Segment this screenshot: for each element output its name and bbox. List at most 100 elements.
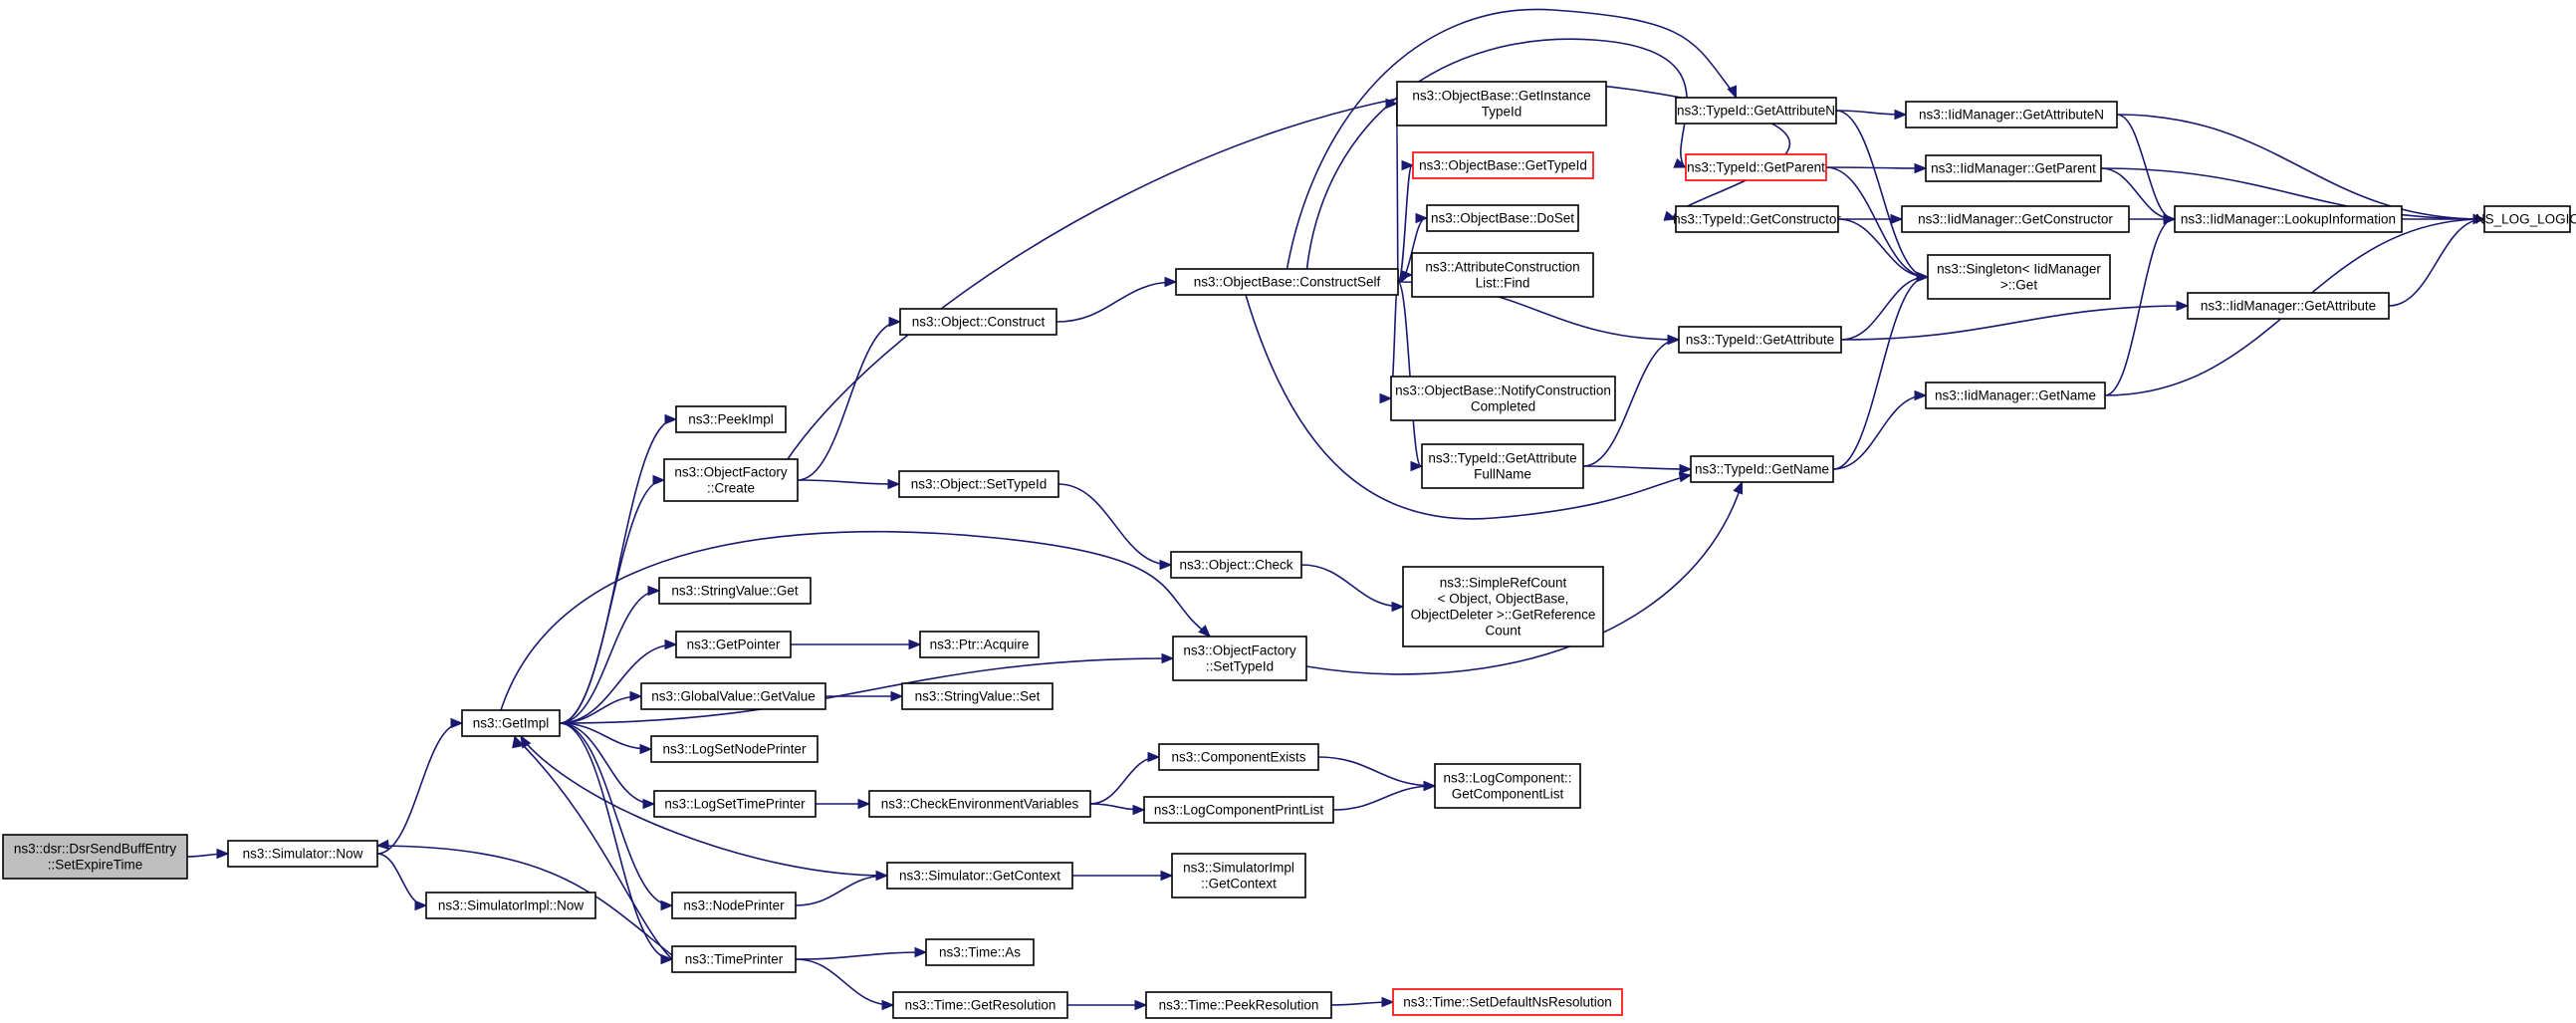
node-singleton[interactable]: ns3::Singleton< IidManager>::Get — [1927, 254, 2111, 300]
node-label: ns3::Object::SetTypeId — [911, 477, 1048, 492]
node-simimplnow[interactable]: ns3::SimulatorImpl::Now — [425, 892, 596, 919]
node-label: ns3::TypeId::GetAttribute — [1428, 451, 1576, 466]
node-obgettypeid[interactable]: ns3::ObjectBase::GetTypeId — [1412, 151, 1594, 179]
node-gvgetvalue[interactable]: ns3::GlobalValue::GetValue — [640, 682, 826, 710]
node-label: ::GetContext — [1201, 877, 1277, 892]
node-tidgetname[interactable]: ns3::TypeId::GetName — [1690, 455, 1834, 483]
edge-obconstructself-to-tidgetattrfull — [1397, 281, 1424, 472]
node-box — [1905, 101, 2118, 128]
node-label: ns3::StringValue::Get — [671, 584, 799, 599]
node-iidgetparent[interactable]: ns3::IidManager::GetParent — [1925, 154, 2102, 182]
node-box — [675, 405, 787, 433]
node-box — [653, 790, 817, 818]
node-iidgetname[interactable]: ns3::IidManager::GetName — [1925, 382, 2106, 409]
node-label: ns3::ObjectBase::ConstructSelf — [1194, 275, 1381, 290]
node-tidgetparent[interactable]: ns3::TypeId::GetParent — [1685, 153, 1827, 181]
node-nodeprinter[interactable]: ns3::NodePrinter — [671, 892, 797, 919]
call-edges — [186, 8, 2486, 1011]
node-objcheck[interactable]: ns3::Object::Check — [1170, 551, 1302, 579]
node-label: < Object, ObjectBase, — [1438, 592, 1569, 607]
node-label: ns3::Time::GetResolution — [905, 998, 1056, 1013]
node-tidgetattrn[interactable]: ns3::TypeId::GetAttributeN — [1675, 97, 1837, 125]
node-obconstructself[interactable]: ns3::ObjectBase::ConstructSelf — [1175, 268, 1399, 296]
node-box — [1901, 205, 2130, 233]
node-iidgetconstructor[interactable]: ns3::IidManager::GetConstructor — [1901, 205, 2130, 233]
node-label: ns3::ObjectFactory — [1183, 643, 1296, 658]
node-timeas[interactable]: ns3::Time::As — [925, 938, 1035, 966]
node-box — [663, 458, 799, 502]
node-obdoset[interactable]: ns3::ObjectBase::DoSet — [1426, 204, 1579, 232]
node-box — [1411, 252, 1594, 298]
node-box — [2, 834, 188, 880]
node-box — [1171, 853, 1306, 898]
node-simgetcontext[interactable]: ns3::Simulator::GetContext — [886, 862, 1073, 890]
node-label: Count — [1485, 624, 1521, 639]
edge-tidgetconstructor-to-iidgetconstructor — [1838, 213, 1904, 225]
node-label: ns3::LogSetTimePrinter — [664, 797, 806, 812]
node-box — [2174, 205, 2403, 233]
node-box — [1678, 326, 1842, 354]
node-logsettime[interactable]: ns3::LogSetTimePrinter — [653, 790, 817, 818]
node-nslog[interactable]: NS_LOG_LOGIC — [2475, 205, 2576, 233]
node-label: ns3::IidManager::LookupInformation — [2181, 212, 2396, 227]
node-label: ns3::ComponentExists — [1171, 750, 1305, 765]
edge-compexists-to-logcompgetlist — [1317, 756, 1437, 792]
node-label: ns3::IidManager::GetAttributeN — [1919, 108, 2104, 123]
node-simnow[interactable]: ns3::Simulator::Now — [227, 840, 378, 868]
node-ofcreate[interactable]: ns3::ObjectFactory::Create — [663, 458, 799, 502]
node-ptracquire[interactable]: ns3::Ptr::Acquire — [919, 631, 1040, 658]
node-label: TypeId — [1482, 105, 1522, 120]
node-compexists[interactable]: ns3::ComponentExists — [1158, 743, 1319, 771]
node-timesetdefault[interactable]: ns3::Time::SetDefaultNsResolution — [1392, 988, 1623, 1016]
edge-getimpl-to-ofsettypeid — [559, 652, 1175, 724]
node-box — [1175, 268, 1399, 296]
node-objsettypeid[interactable]: ns3::Object::SetTypeId — [898, 470, 1059, 498]
node-box — [1434, 763, 1581, 809]
node-logcompgetlist[interactable]: ns3::LogComponent::GetComponentList — [1434, 763, 1581, 809]
node-peekimpl[interactable]: ns3::PeekImpl — [675, 405, 787, 433]
node-ofsettypeid[interactable]: ns3::ObjectFactory::SetTypeId — [1172, 636, 1307, 681]
node-simimplgetctx[interactable]: ns3::SimulatorImpl::GetContext — [1171, 853, 1306, 898]
edge-logsettime-to-checkenv — [816, 798, 871, 810]
node-getpointer[interactable]: ns3::GetPointer — [675, 631, 792, 658]
node-box — [671, 892, 797, 919]
node-iidgetattrn[interactable]: ns3::IidManager::GetAttributeN — [1905, 101, 2118, 128]
node-box — [1172, 636, 1307, 681]
node-obnotify[interactable]: ns3::ObjectBase::NotifyConstructionCompl… — [1390, 376, 1616, 421]
node-label: ns3::ObjectBase::GetTypeId — [1419, 158, 1587, 173]
node-logsetnode[interactable]: ns3::LogSetNodePrinter — [650, 735, 819, 763]
node-tidgetconstructor[interactable]: ns3::TypeId::GetConstructor — [1673, 205, 1841, 233]
node-simplerefcount[interactable]: ns3::SimpleRefCount< Object, ObjectBase,… — [1402, 566, 1604, 647]
node-box — [1396, 81, 1607, 127]
edge-obconstructself-to-obgetinst — [1385, 98, 1399, 283]
node-iidlookup[interactable]: ns3::IidManager::LookupInformation — [2174, 205, 2403, 233]
node-label: ns3::IidManager::GetParent — [1931, 161, 2096, 176]
node-iidgetattribute[interactable]: ns3::IidManager::GetAttribute — [2187, 292, 2390, 320]
node-timepeekres[interactable]: ns3::Time::PeekResolution — [1145, 991, 1332, 1019]
node-checkenv[interactable]: ns3::CheckEnvironmentVariables — [868, 790, 1091, 818]
node-label: ::Create — [707, 481, 755, 496]
edge-logcompprint-to-logcompgetlist — [1332, 780, 1437, 811]
node-logcompprint[interactable]: ns3::LogComponentPrintList — [1143, 796, 1334, 824]
node-box — [1690, 455, 1834, 483]
node-box — [1685, 153, 1827, 181]
node-label: ns3::Simulator::Now — [243, 847, 363, 862]
node-tidgetattribute[interactable]: ns3::TypeId::GetAttribute — [1678, 326, 1842, 354]
node-getimpl[interactable]: ns3::GetImpl — [461, 709, 561, 737]
node-timegetres[interactable]: ns3::Time::GetResolution — [892, 991, 1068, 1019]
node-box — [1925, 154, 2102, 182]
node-box — [892, 991, 1068, 1019]
node-box — [1927, 254, 2111, 300]
node-label: List::Find — [1476, 276, 1530, 291]
node-strget[interactable]: ns3::StringValue::Get — [658, 577, 812, 605]
node-root[interactable]: ns3::dsr::DsrSendBuffEntry::SetExpireTim… — [2, 834, 188, 880]
node-strset[interactable]: ns3::StringValue::Set — [901, 682, 1054, 710]
edge-iidgetname-to-iidlookup — [2104, 213, 2177, 396]
node-objconstruct[interactable]: ns3::Object::Construct — [899, 308, 1057, 336]
node-label: NS_LOG_LOGIC — [2475, 212, 2576, 227]
node-timeprinter[interactable]: ns3::TimePrinter — [671, 945, 797, 973]
